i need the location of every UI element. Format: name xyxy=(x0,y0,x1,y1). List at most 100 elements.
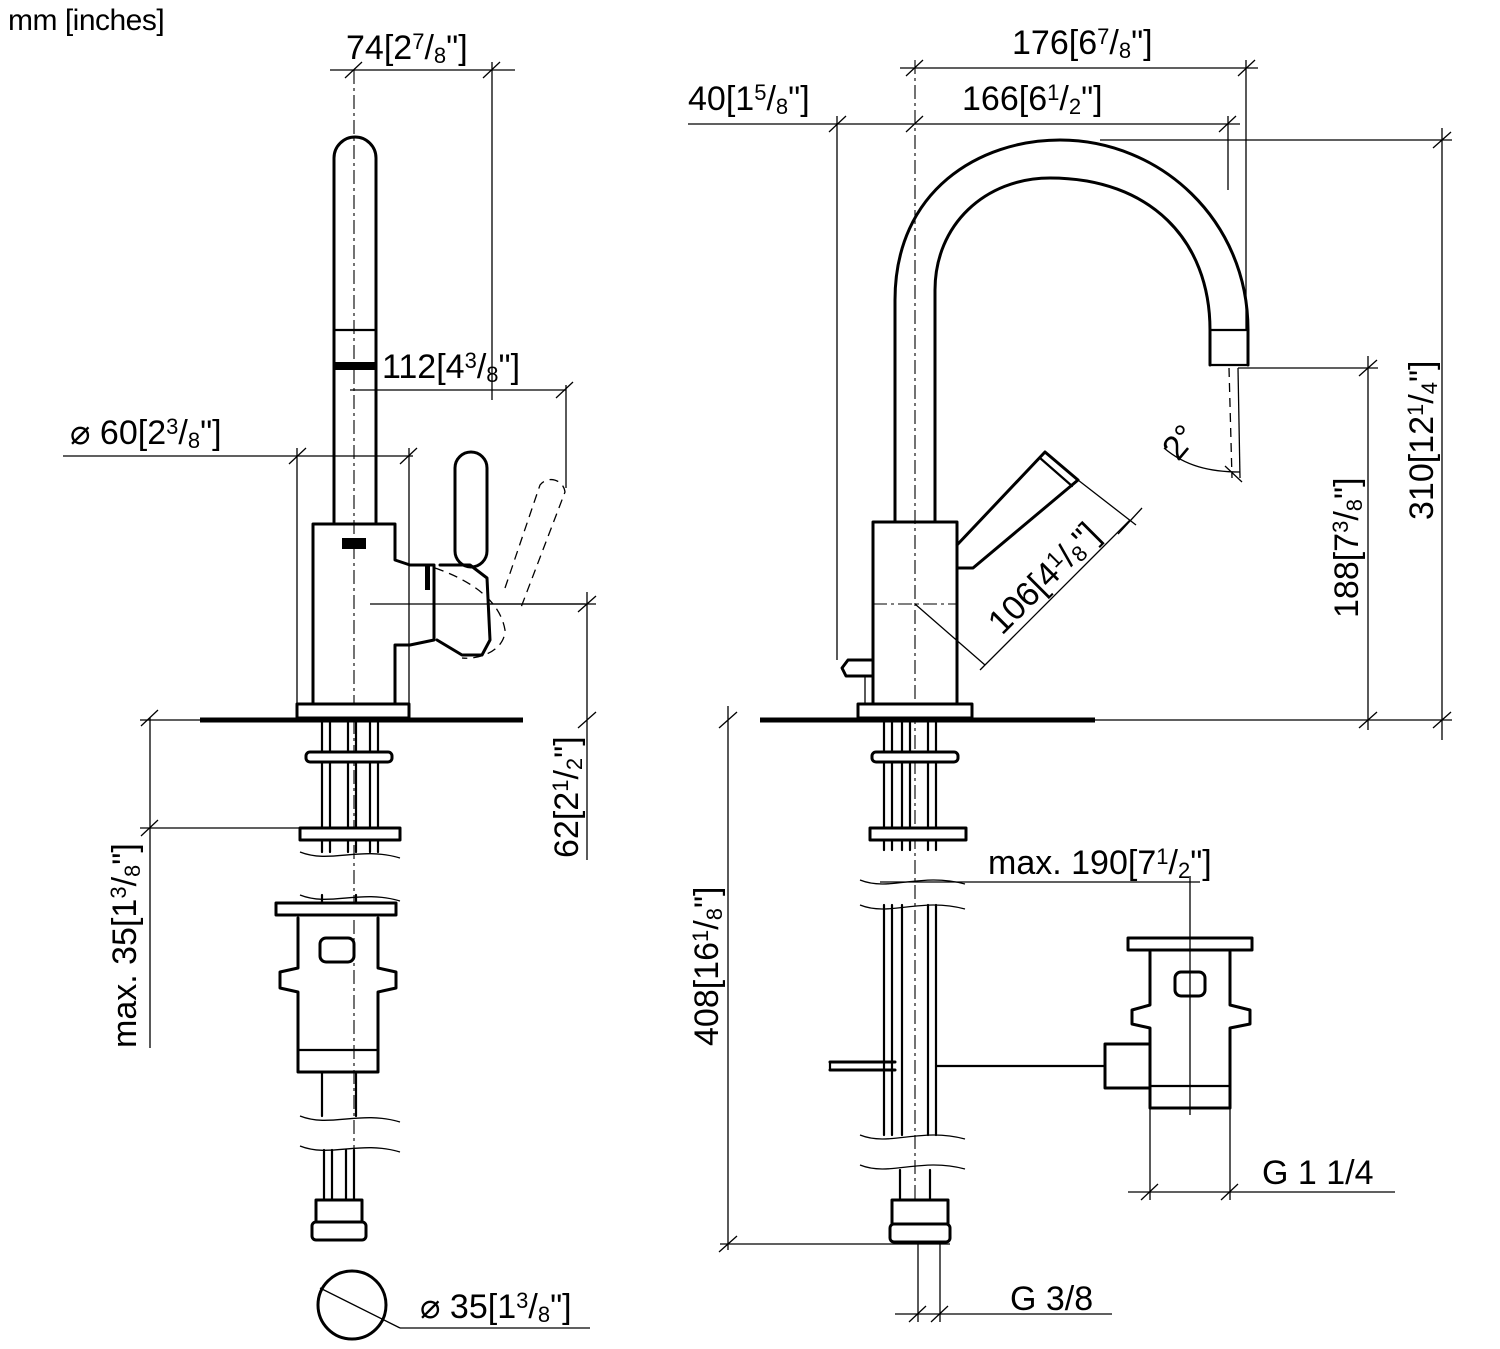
dim-supply-thread-text: G 3/8 xyxy=(1010,1280,1093,1318)
dim-handle-height-text: 62[21/2"] xyxy=(548,736,587,858)
dim-fraction-slash: / xyxy=(1168,844,1178,882)
dim-inch-whole: 6 xyxy=(1028,80,1047,118)
dim-bracket: [ xyxy=(548,810,586,820)
dim-width-text: 74[27/8"] xyxy=(346,29,468,68)
side-spout xyxy=(893,138,1250,524)
dim-bracket: "] xyxy=(1131,24,1153,62)
dim-bracket: [ xyxy=(488,1288,498,1326)
dim-spout-reach-text: 166[61/2"] xyxy=(962,80,1103,119)
dim-bracket: [ xyxy=(1328,551,1366,561)
dim-bracket: "] xyxy=(1190,844,1212,882)
dim-inch-denominator: 8 xyxy=(486,362,498,387)
dim-bracket: [ xyxy=(1069,24,1079,62)
dim-inch-whole: 2 xyxy=(147,414,166,452)
dim-bracket: [ xyxy=(436,348,446,386)
dim-mm-value: 408 xyxy=(688,989,726,1046)
dim-base-diameter-text: ⌀ 60[23/8"] xyxy=(70,414,222,453)
dim-inch-whole: 4 xyxy=(446,348,465,386)
dim-inch-numerator: 1 xyxy=(548,780,573,792)
dim-inch-numerator: 3 xyxy=(465,348,477,373)
dim-inch-whole: 1 xyxy=(497,1288,516,1326)
dim-inch-numerator: 3 xyxy=(1328,521,1353,533)
dim-inch-denominator: 8 xyxy=(434,43,446,68)
dim-fraction-slash: / xyxy=(688,920,726,930)
dim-inch-numerator: 5 xyxy=(754,80,766,105)
dim-inch-denominator: 4 xyxy=(1417,382,1442,394)
dim-bracket: [ xyxy=(1403,453,1441,463)
dim-mm-value: 62 xyxy=(548,820,586,858)
dim-bracket: [ xyxy=(688,979,726,989)
dim-inch-denominator: 2 xyxy=(1069,94,1081,119)
dim-inch-numerator: 1 xyxy=(688,930,713,942)
side-view: 176[67/8"] 166[61/2"] 40[15/8"] 310[121/… xyxy=(688,24,1452,1323)
dim-bracket: "] xyxy=(499,348,521,386)
dim-jet-angle-text: 2° xyxy=(1155,418,1205,467)
dim-bracket: "] xyxy=(788,80,810,118)
dim-bracket: "] xyxy=(106,843,144,865)
dim-fraction-slash: / xyxy=(1403,394,1441,404)
dim-bracket: "] xyxy=(548,736,586,758)
dim-inch-denominator: 8 xyxy=(188,428,200,453)
dim-inch-whole: 2 xyxy=(393,29,412,67)
dim-inch-whole: 7 xyxy=(1137,844,1156,882)
dim-inch-denominator: 2 xyxy=(562,758,587,770)
dim-inch-whole: 6 xyxy=(1078,24,1097,62)
dim-fraction-slash: / xyxy=(548,770,586,780)
dim-max-deck-text: max. 35[13/8"] xyxy=(106,843,145,1048)
dim-inch-whole: 2 xyxy=(548,792,586,811)
dim-bracket: [ xyxy=(1019,80,1029,118)
dim-rear-offset-text: 40[15/8"] xyxy=(688,80,810,119)
dim-inch-denominator: 8 xyxy=(538,1302,550,1327)
dim-waste-thread-text: G 1 1/4 xyxy=(1262,1154,1374,1192)
dim-bracket: "] xyxy=(1403,361,1441,383)
dim-fraction-slash: / xyxy=(106,876,144,886)
dim-bracket: "] xyxy=(446,29,468,67)
front-handle-knob xyxy=(453,450,489,569)
dim-fraction-slash: / xyxy=(1109,24,1119,62)
dim-inch-numerator: 3 xyxy=(166,414,178,439)
dim-bracket: [ xyxy=(106,917,144,927)
front-spout xyxy=(332,135,378,524)
dim-mm-value: max. 35 xyxy=(106,927,144,1048)
dim-spout-projection-text: 176[67/8"] xyxy=(1012,24,1153,63)
dim-handle-length-text: 106[41/8"] xyxy=(981,515,1108,642)
dim-inch-denominator: 8 xyxy=(1119,38,1131,63)
dim-inch-numerator: 7 xyxy=(1097,24,1109,49)
dim-fraction-slash: / xyxy=(1059,80,1069,118)
dim-mm-value: 40 xyxy=(688,80,726,118)
dim-inch-numerator: 1 xyxy=(1156,844,1168,869)
dim-total-height-text: 310[121/4"] xyxy=(1403,361,1442,520)
dim-bracket: "] xyxy=(550,1288,572,1326)
dim-mm-value: 176 xyxy=(1012,24,1069,62)
dim-mm-value: 310 xyxy=(1403,463,1441,520)
dim-inch-numerator: 1 xyxy=(1047,80,1059,105)
dim-mm-value: 74 xyxy=(346,29,384,67)
dim-hole-diameter-text: ⌀ 35[13/8"] xyxy=(420,1288,572,1327)
dim-inch-whole: 1 xyxy=(106,899,144,918)
dim-inch-denominator: 8 xyxy=(1342,499,1367,511)
dim-inch-denominator: 8 xyxy=(776,94,788,119)
dim-bracket: "] xyxy=(200,414,222,452)
dim-handle-reach-text: 112[43/8"] xyxy=(382,348,520,387)
dim-bracket: "] xyxy=(1081,80,1103,118)
dim-bracket: [ xyxy=(1128,844,1138,882)
dim-fraction-slash: / xyxy=(477,348,487,386)
front-view: 74[27/8"] 112[43/8"] ⌀ 60[23/8"] 62[21/2… xyxy=(63,29,597,1341)
dim-fraction-slash: / xyxy=(766,80,776,118)
dim-inch-numerator: 7 xyxy=(412,29,424,54)
dim-inch-numerator: 3 xyxy=(106,886,131,898)
dim-inch-whole: 7 xyxy=(1328,533,1366,552)
hole-circle xyxy=(316,1269,388,1341)
dim-fraction-slash: / xyxy=(424,29,434,67)
dim-inch-numerator: 1 xyxy=(1403,404,1428,416)
dim-mm-value: 166 xyxy=(962,80,1019,118)
dim-bracket: "] xyxy=(688,887,726,909)
dim-inch-denominator: 8 xyxy=(702,908,727,920)
dim-bracket: [ xyxy=(384,29,394,67)
dim-bracket: [ xyxy=(138,414,148,452)
dim-inch-denominator: 2 xyxy=(1178,858,1190,883)
dim-bracket: "] xyxy=(1328,477,1366,499)
dim-mm-value: 188 xyxy=(1328,561,1366,618)
dim-bracket: [ xyxy=(726,80,736,118)
